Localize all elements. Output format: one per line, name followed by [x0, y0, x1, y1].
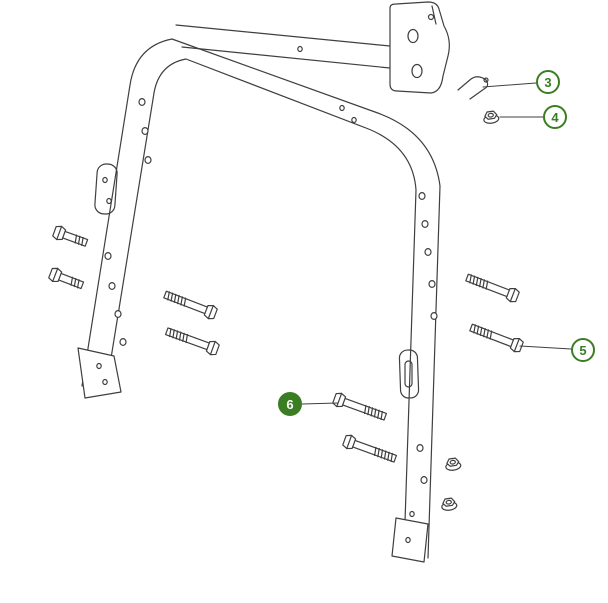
rollbar-frame — [81, 38, 441, 559]
left-foot-plate — [77, 347, 122, 399]
top-mounting-bracket — [389, 1, 450, 94]
callout-3[interactable]: 3 — [536, 70, 560, 94]
callout-5[interactable]: 5 — [571, 338, 595, 362]
hex-bolt-parts — [47, 224, 525, 466]
callout-4[interactable]: 4 — [543, 105, 567, 129]
callout-6[interactable]: 6 — [278, 392, 302, 416]
top-cross-member — [175, 24, 391, 69]
callout-leader-lines — [301, 82, 572, 405]
left-leg-tab — [94, 163, 118, 215]
frame-holes — [96, 45, 438, 544]
clip-pin-part — [457, 76, 489, 100]
flange-nut-parts — [440, 109, 500, 512]
